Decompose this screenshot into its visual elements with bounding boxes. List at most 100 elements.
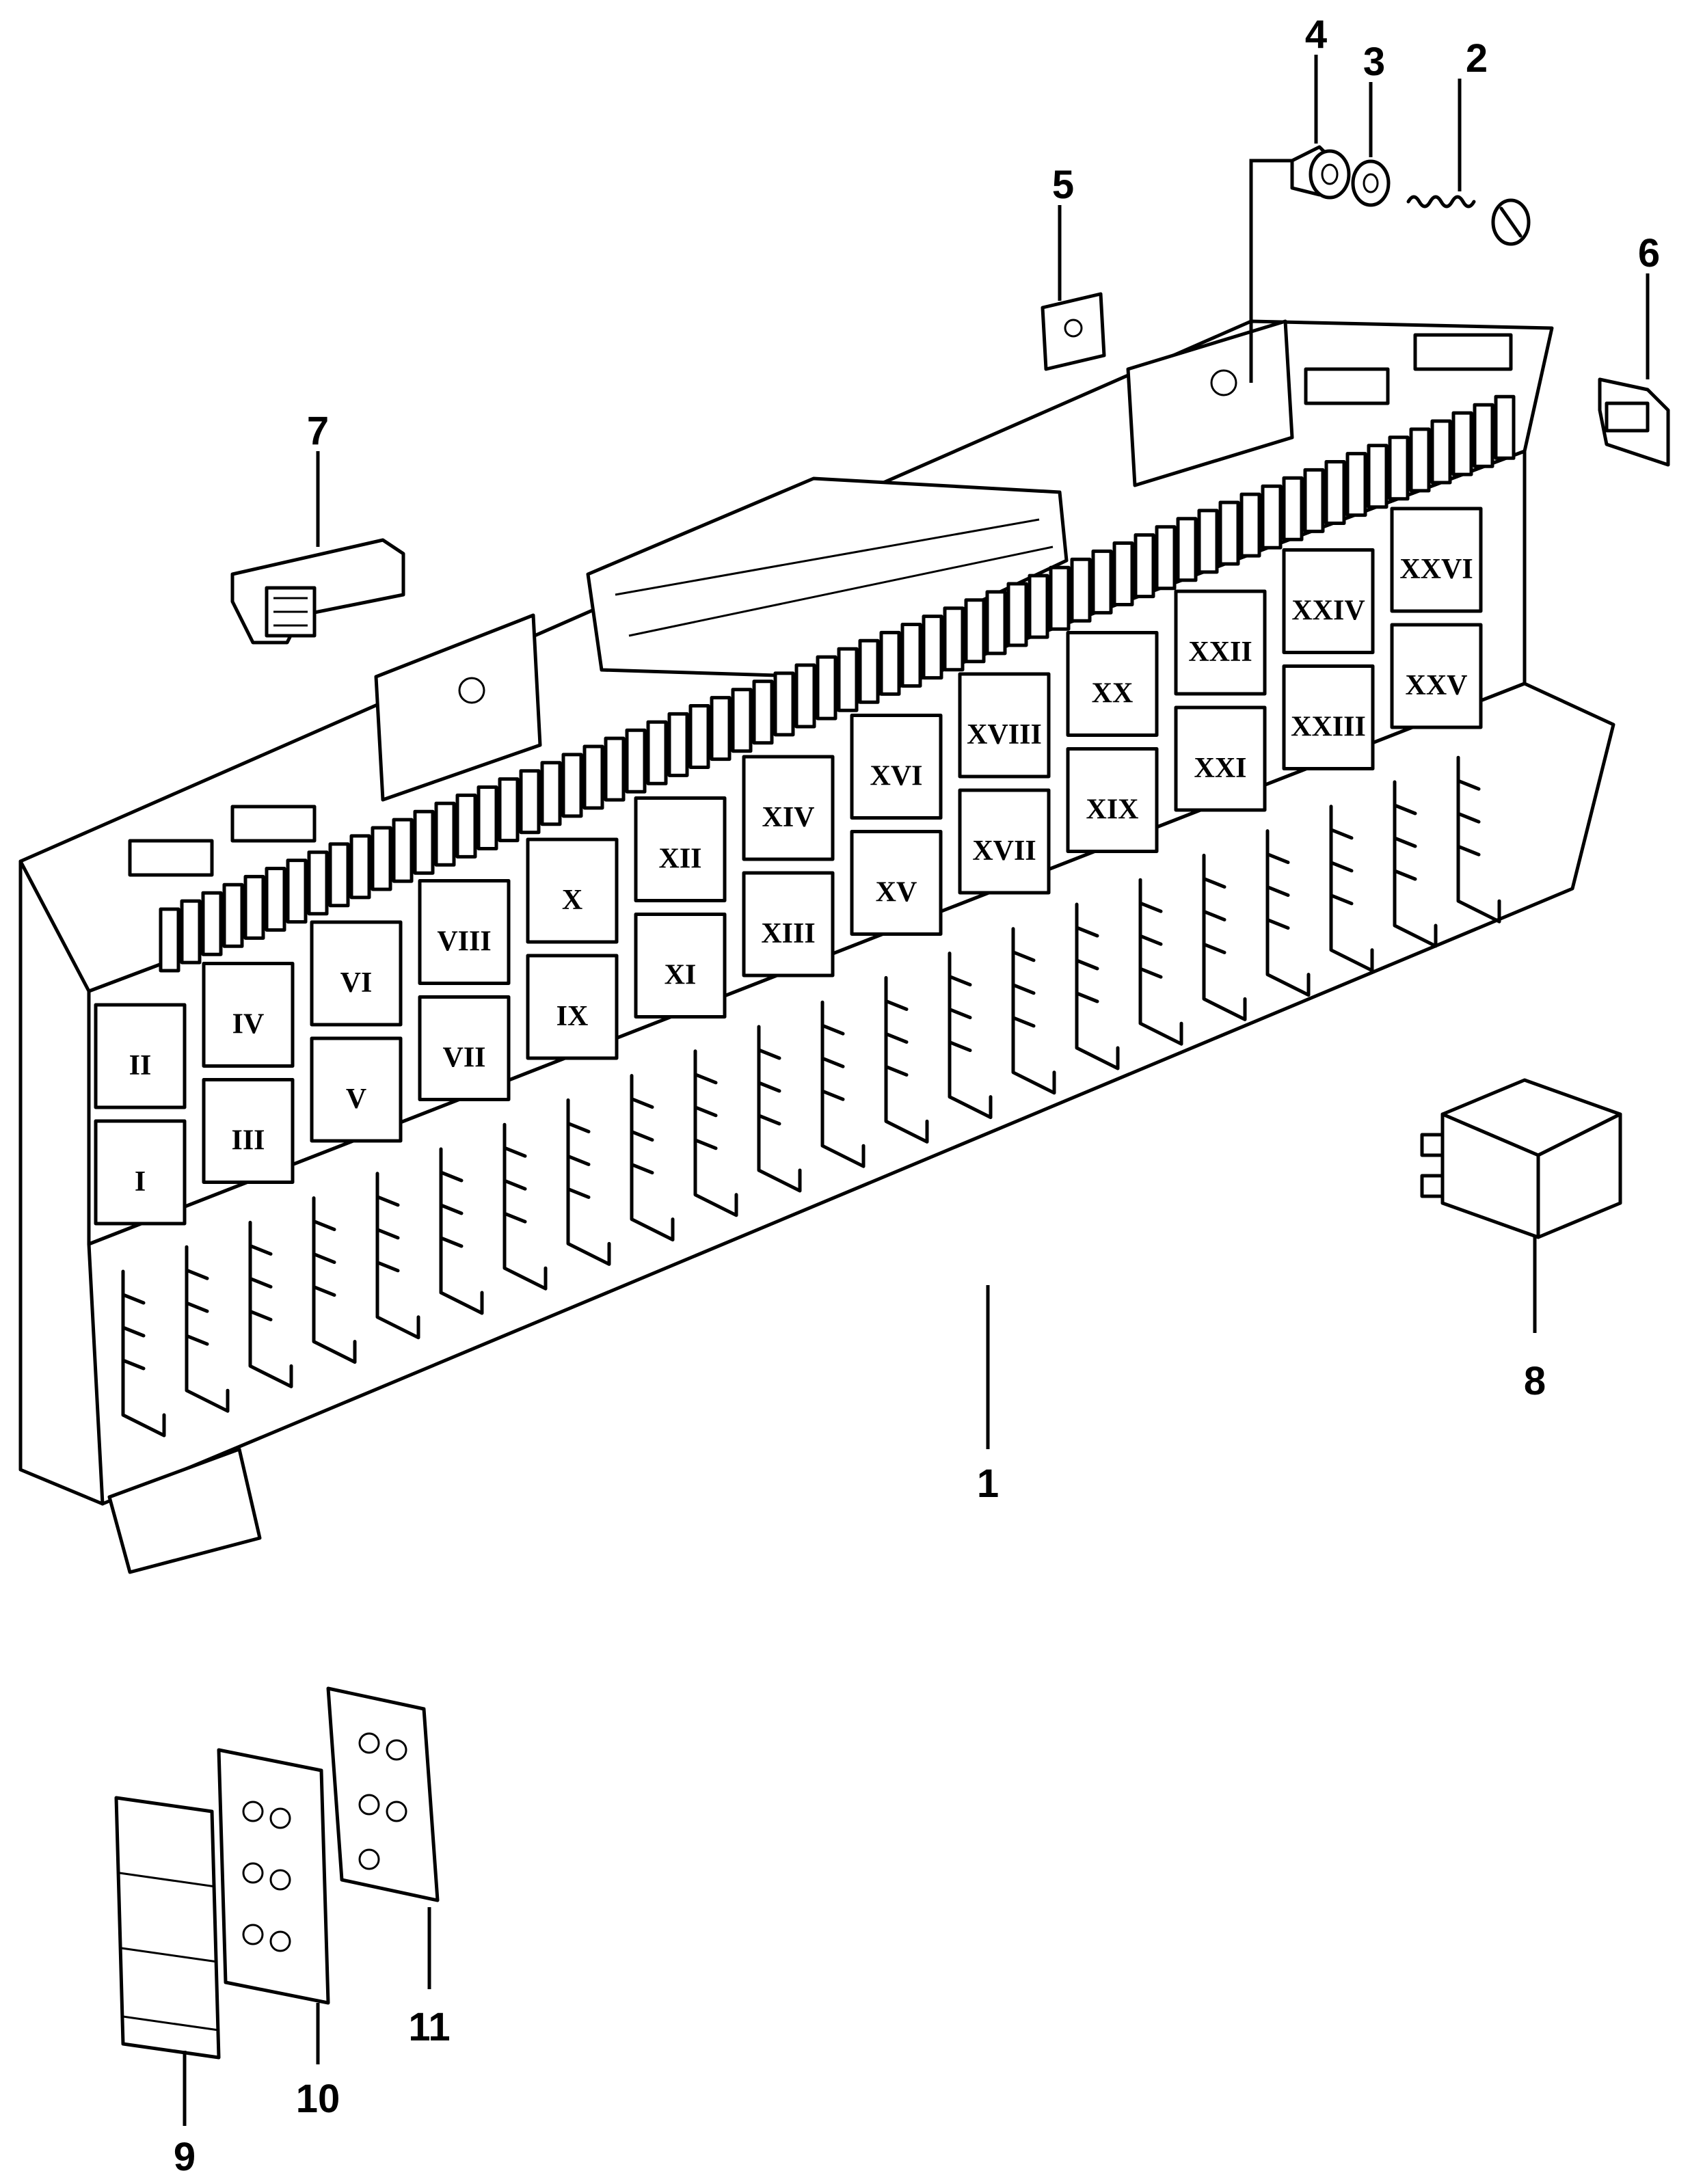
washer (1351, 159, 1391, 207)
fuse-slot (1239, 492, 1261, 558)
terminal-socket (1456, 755, 1501, 924)
terminal-socket (312, 1196, 357, 1364)
relay-position-iv: IV (202, 962, 295, 1068)
terminal-socket (1011, 927, 1056, 1095)
terminal-socket (757, 1025, 802, 1193)
relay-position-label: XVIII (967, 719, 1042, 751)
callout-5: 5 (1052, 163, 1074, 207)
relay-position-label: IV (232, 1009, 265, 1040)
fuse-slot (1303, 468, 1325, 533)
terminal-sockets (121, 755, 1501, 1438)
callout-11: 11 (408, 2005, 450, 2049)
relay-position-label: XXII (1188, 636, 1252, 668)
fuse-slot (604, 736, 626, 802)
fuse-slot (265, 867, 286, 932)
relay-position-label: II (129, 1050, 152, 1081)
terminal-socket (566, 1098, 611, 1266)
relay-position-xiii: XIII (742, 871, 835, 978)
terminal-socket (820, 1000, 866, 1168)
fuse-slot (646, 720, 668, 785)
fuse-slot (434, 801, 456, 867)
fuse-slot (1282, 476, 1304, 541)
fuse-slot (1176, 517, 1198, 582)
fuse-strip (159, 394, 1516, 973)
callout-8: 8 (1524, 1359, 1546, 1403)
relay-position-ix: IX (526, 954, 619, 1060)
relay-position-ii: II (94, 1003, 187, 1109)
fuse-slot (159, 907, 180, 973)
fuse-slot (1134, 533, 1155, 599)
relay-position-label: V (346, 1083, 366, 1115)
relay-position-xxiii: XXIII (1282, 664, 1375, 770)
relay-position-viii: VIII (418, 879, 511, 985)
fuse-slot (1261, 484, 1283, 550)
fuse-slot (858, 638, 880, 704)
fuse-slot (1091, 549, 1113, 615)
fuse-slot (455, 793, 477, 859)
callout-10: 10 (296, 2077, 340, 2121)
relay-position-xii: XII (634, 796, 727, 902)
fuse-slot (964, 598, 986, 664)
relay-position-xiv: XIV (742, 755, 835, 861)
fuse-slot (922, 615, 943, 680)
screw (1406, 195, 1531, 246)
terminal-socket (185, 1245, 230, 1413)
fuse-slot (688, 704, 710, 769)
fuse-slot (349, 834, 371, 900)
fuse-slot (561, 753, 583, 818)
fuse-slot (900, 623, 922, 688)
fuse-slot (413, 809, 435, 875)
fuse-slot (667, 712, 689, 777)
callout-1: 1 (977, 1461, 999, 1506)
relay-position-label: IX (556, 1001, 589, 1032)
fuse-slot (1345, 452, 1367, 517)
callout-6: 6 (1638, 231, 1660, 275)
fuse-slot (1155, 525, 1177, 591)
callout-leaders (183, 55, 1650, 2126)
fuse-slot (1367, 444, 1389, 509)
terminal-socket (248, 1220, 293, 1388)
relay-position-xxi: XXI (1174, 705, 1267, 812)
terminal-socket (502, 1122, 548, 1291)
fuse-slot (222, 882, 244, 948)
relay-position-xv: XV (850, 830, 943, 936)
fuse-puller (230, 538, 405, 645)
relay-position-xxvi: XXVI (1390, 507, 1483, 613)
terminal-socket (884, 975, 929, 1144)
fuse-slot (816, 655, 837, 720)
relay-position-label: XX (1092, 678, 1134, 710)
relay-position-label: XXV (1406, 670, 1468, 701)
callout-9: 9 (174, 2135, 196, 2179)
callout-labels: 1 2 3 4 5 6 7 8 9 10 11 (174, 12, 1660, 2179)
clip (1041, 292, 1106, 371)
relay-position-xi: XI (634, 913, 727, 1019)
terminal-socket (1393, 780, 1438, 948)
fuse-slot (1218, 500, 1240, 566)
fuse-slot (582, 744, 604, 810)
fuse-slot (794, 663, 816, 729)
relay-position-label: III (231, 1125, 265, 1157)
relay-position-xxv: XXV (1390, 623, 1483, 729)
fuse-slot (1324, 460, 1346, 525)
terminal-socket (375, 1172, 420, 1340)
fuse-slot (1388, 435, 1410, 501)
fuse-slot (1112, 541, 1134, 606)
fuse-slot (731, 688, 753, 753)
fuse-slot (1430, 419, 1452, 485)
grommet (1290, 145, 1351, 200)
terminal-socket (630, 1074, 675, 1242)
fuse-slot (328, 842, 350, 908)
blade-fuse (1598, 377, 1670, 467)
fuse-slot (710, 696, 732, 761)
fuse-slot (1028, 574, 1049, 639)
fuse-slot (1451, 411, 1473, 476)
terminal-socket (1329, 805, 1374, 973)
fuse-slot (307, 850, 329, 916)
relay-position-label: XIX (1086, 794, 1138, 826)
relay-position-xvi: XVI (850, 714, 943, 820)
relay-position-label: VI (340, 967, 373, 999)
relay-position-label: XXI (1194, 753, 1246, 784)
fuse-slot (625, 728, 647, 794)
connector-frame (326, 1686, 440, 1902)
relay-position-vii: VII (418, 995, 511, 1101)
